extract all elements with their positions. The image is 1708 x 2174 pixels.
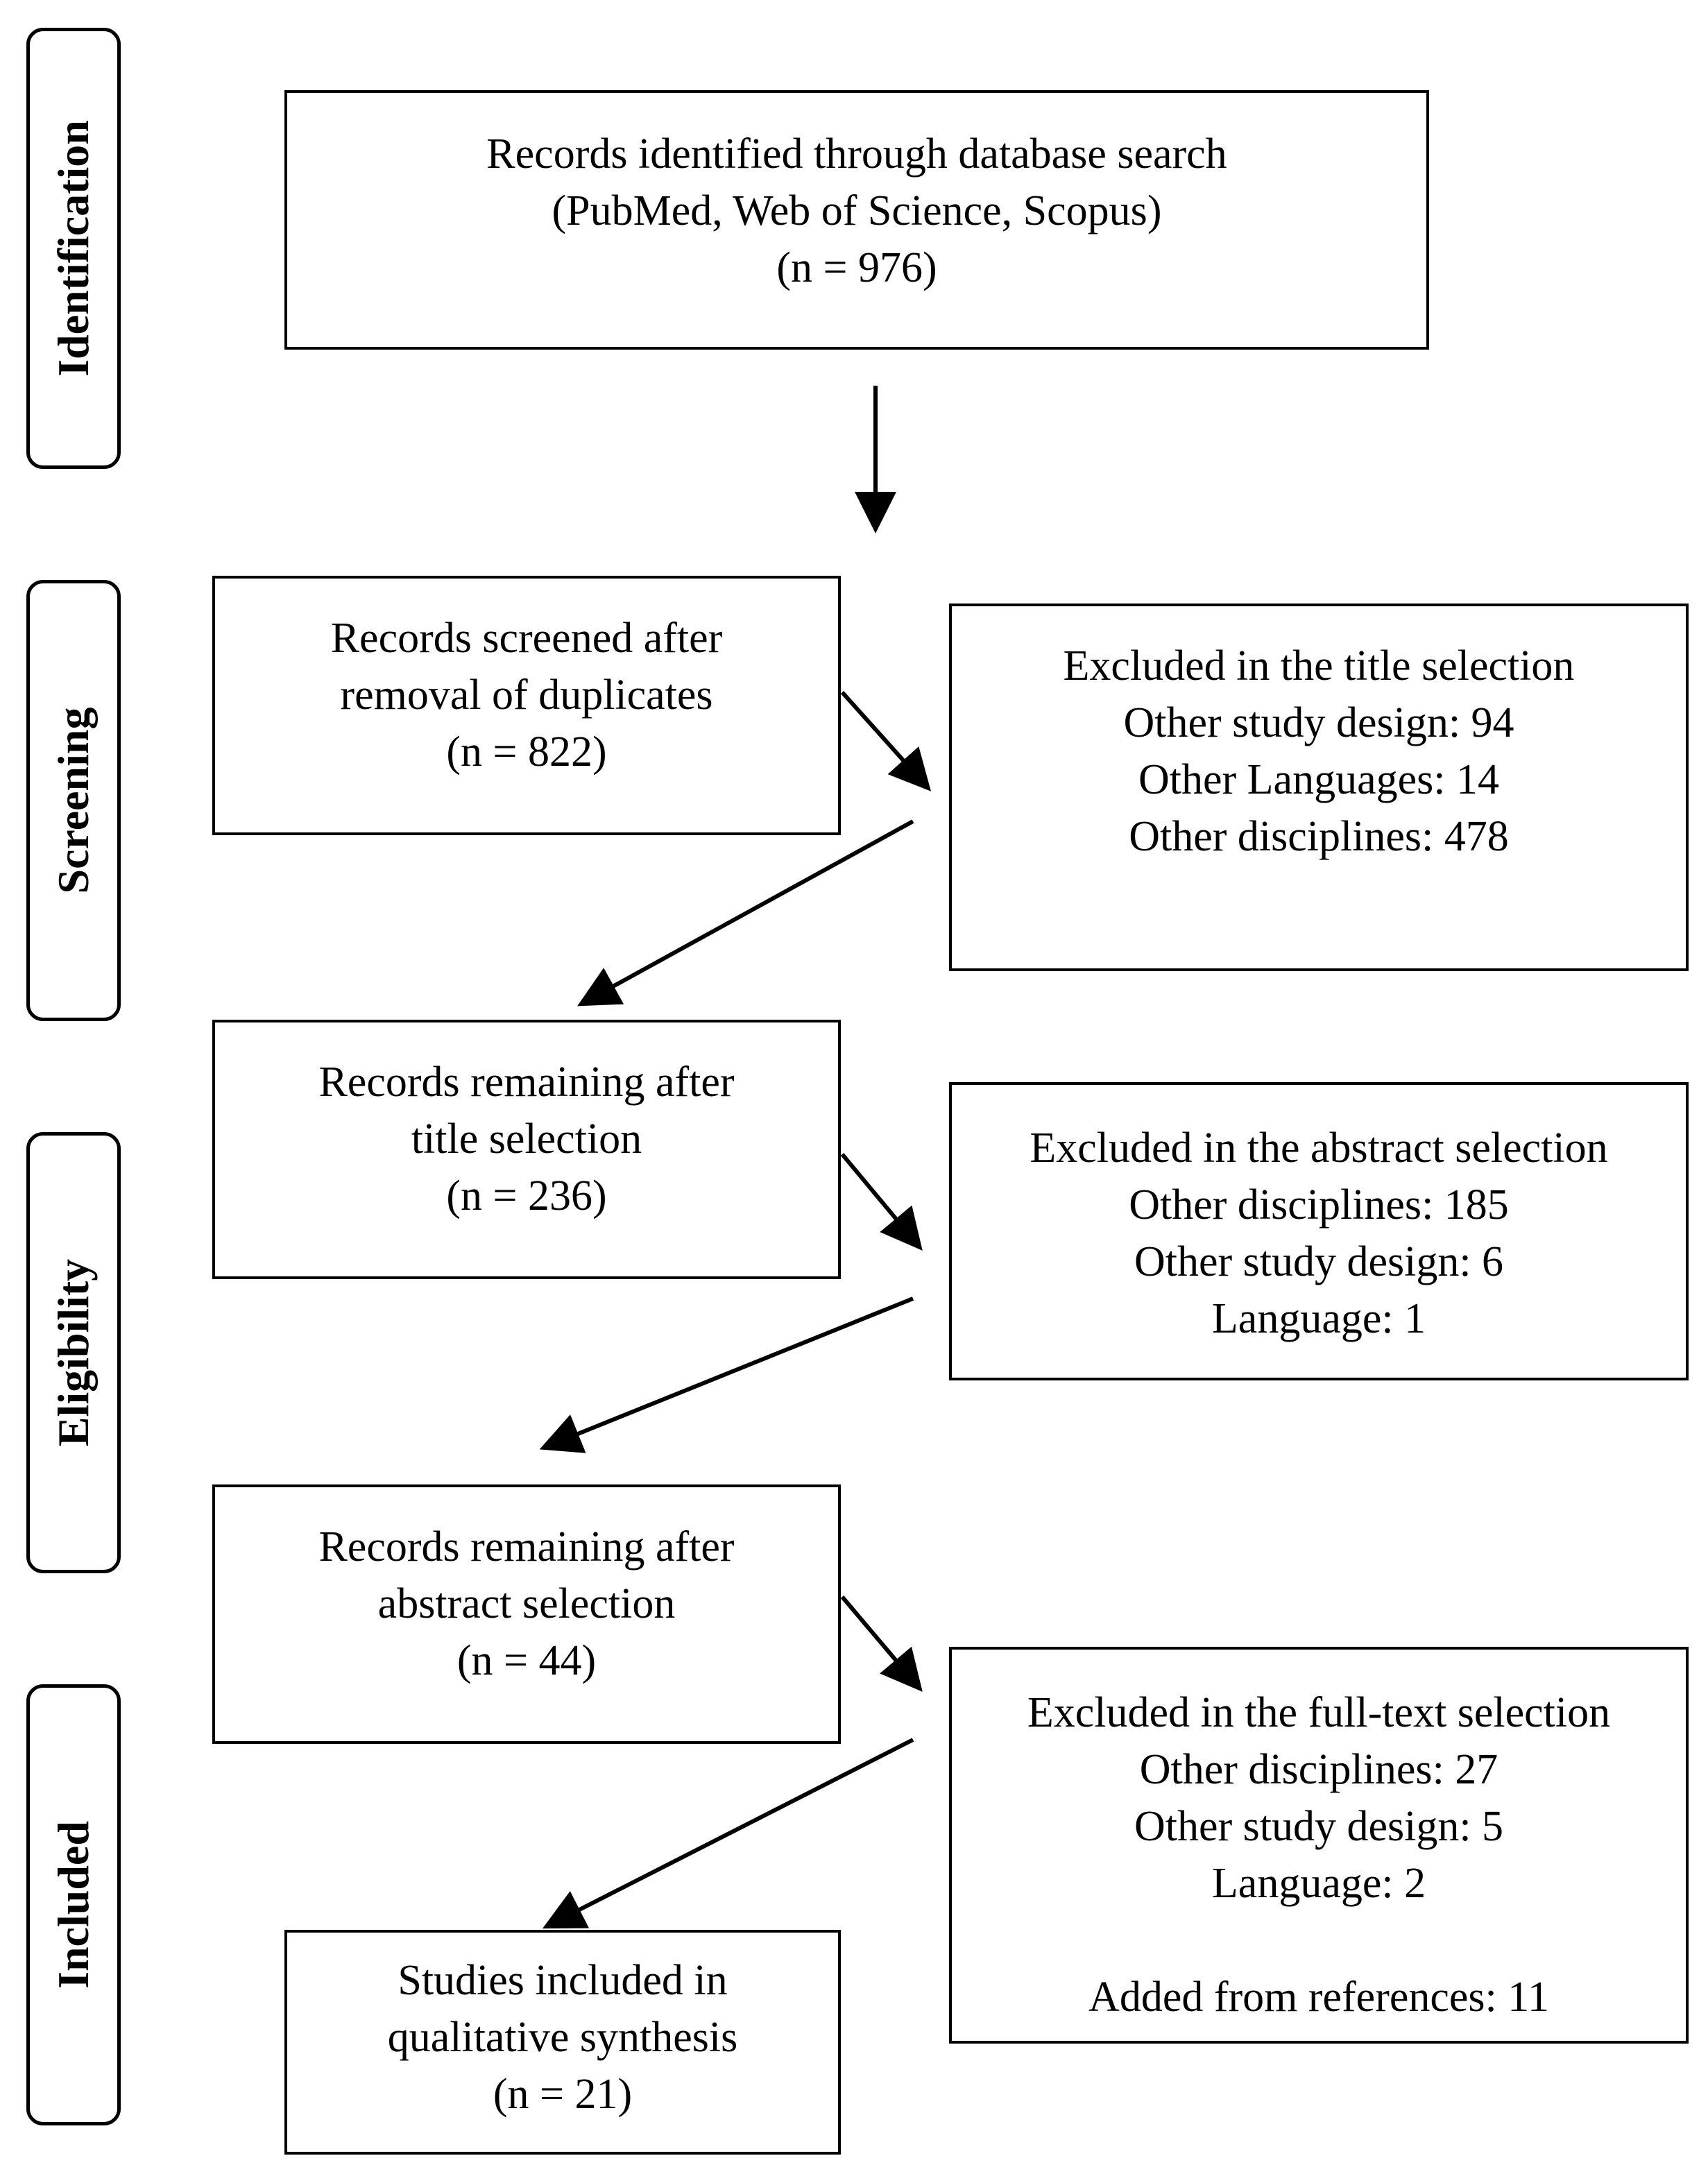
records-screened-box: Records screened after removal of duplic… [212, 576, 841, 835]
records-screened-line1: Records screened after [330, 615, 723, 662]
arrow-screened-to-excluded-title [840, 690, 932, 791]
arrow-after-title-to-excluded-abstract [840, 1153, 923, 1251]
excluded-title-study-design: Other study design: 94 [1123, 699, 1514, 746]
phase-screening: Screening [26, 580, 121, 1021]
studies-included-line1: Studies included in [398, 1957, 728, 2004]
records-after-title-line2: title selection [411, 1115, 642, 1163]
studies-included-count: (n = 21) [493, 2071, 633, 2118]
records-identified-line1: Records identified through database sear… [486, 130, 1227, 178]
excluded-fulltext-language: Language: 2 [1211, 1860, 1426, 1907]
excluded-abstract-language: Language: 1 [1211, 1295, 1426, 1342]
excluded-abstract-heading: Excluded in the abstract selection [1030, 1124, 1608, 1172]
records-after-abstract-line2: abstract selection [377, 1580, 676, 1627]
excluded-abstract-disciplines: Other disciplines: 185 [1129, 1181, 1509, 1229]
phase-included: Included [26, 1684, 121, 2125]
excluded-fulltext-box: Excluded in the full-text selection Othe… [949, 1647, 1689, 2044]
excluded-title-disciplines: Other disciplines: 478 [1129, 813, 1509, 860]
records-identified-box: Records identified through database sear… [284, 90, 1429, 350]
records-after-title-line1: Records remaining after [318, 1059, 735, 1106]
records-screened-count: (n = 822) [446, 728, 607, 776]
phase-identification: Identification [26, 28, 121, 469]
excluded-fulltext-disciplines: Other disciplines: 27 [1139, 1746, 1498, 1793]
records-identified-count: (n = 976) [776, 244, 937, 291]
arrow-excluded-abstract-to-after-abstract [539, 1296, 914, 1453]
excluded-title-box: Excluded in the title selection Other st… [949, 604, 1689, 971]
excluded-title-heading: Excluded in the title selection [1063, 642, 1575, 690]
records-after-abstract-box: Records remaining after abstract selecti… [212, 1484, 841, 1744]
arrow-excluded-title-to-after-title [577, 819, 914, 1007]
records-screened-line2: removal of duplicates [340, 671, 713, 719]
studies-included-box: Studies included in qualitative synthesi… [284, 1930, 841, 2155]
arrow-excluded-fulltext-to-included [542, 1738, 914, 1929]
arrow-after-abstract-to-excluded-fulltext [840, 1595, 923, 1692]
excluded-abstract-study-design: Other study design: 6 [1134, 1238, 1504, 1285]
records-after-abstract-line1: Records remaining after [318, 1523, 735, 1570]
excluded-fulltext-study-design: Other study design: 5 [1134, 1803, 1504, 1850]
studies-included-line2: qualitative synthesis [387, 2014, 738, 2061]
records-identified-line2: (PubMed, Web of Science, Scopus) [552, 187, 1162, 234]
records-after-abstract-count: (n = 44) [456, 1637, 597, 1684]
excluded-title-languages: Other Languages: 14 [1138, 756, 1499, 803]
records-after-title-box: Records remaining after title selection … [212, 1020, 841, 1279]
phase-eligibility: Eligibility [26, 1132, 121, 1573]
records-after-title-count: (n = 236) [446, 1172, 607, 1219]
excluded-fulltext-added-references: Added from references: 11 [1088, 1974, 1549, 2021]
excluded-fulltext-heading: Excluded in the full-text selection [1027, 1689, 1611, 1736]
excluded-abstract-box: Excluded in the abstract selection Other… [949, 1082, 1689, 1380]
